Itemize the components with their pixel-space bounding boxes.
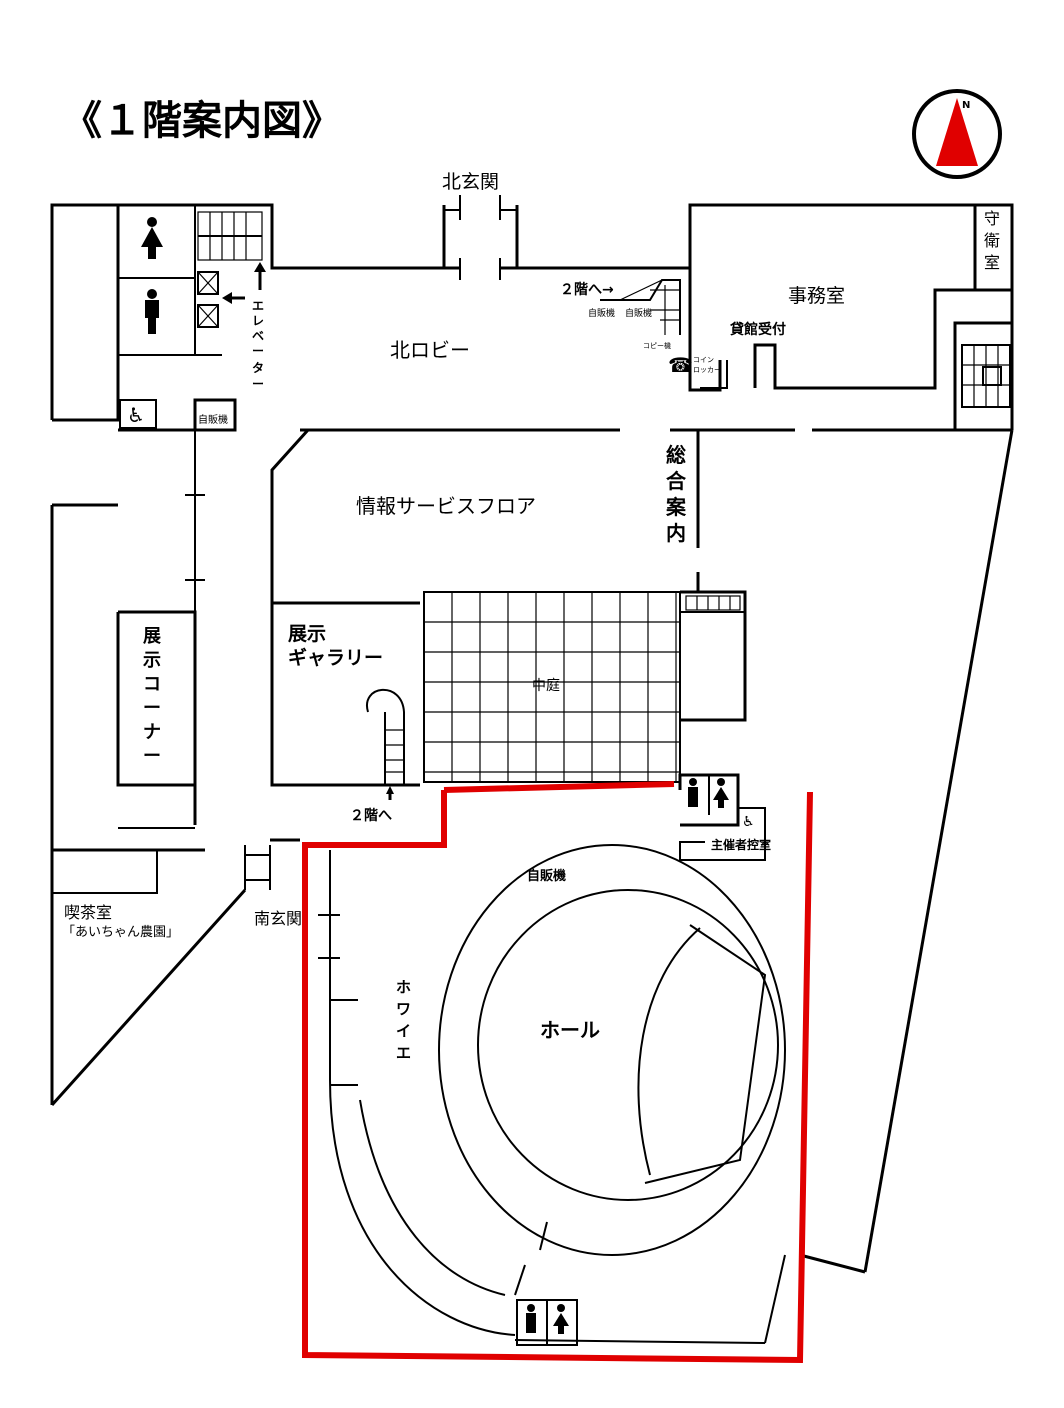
restroom-icons: ♿ ♿ bbox=[119, 217, 755, 1346]
exhibit-gallery-label: 展示 bbox=[288, 623, 326, 645]
highlight-border-main bbox=[302, 790, 813, 1364]
elevator-label: エレベーター bbox=[252, 299, 264, 391]
hall-label: ホール bbox=[540, 1018, 600, 1042]
stairs-east-small bbox=[685, 595, 741, 611]
telephone-icon: ☎ bbox=[668, 353, 693, 377]
stairs-north-east bbox=[600, 279, 681, 335]
courtyard-label: 中庭 bbox=[532, 677, 560, 694]
vending-label: 自販機 bbox=[625, 307, 652, 319]
organizer-room-label: 主催者控室 bbox=[711, 837, 771, 852]
exhibit-gallery-label: ギャラリー bbox=[288, 647, 383, 669]
stairs-south-gallery bbox=[366, 688, 405, 800]
copier-label: コピー機 bbox=[643, 341, 671, 350]
vending-label: 自販機 bbox=[527, 868, 566, 884]
vending-label: 自販機 bbox=[588, 307, 615, 319]
room-labels: 北玄関 北ロビー 事務室 守衛室 貸館受付 ２階へ→ 自販機 自販機 コピー機 … bbox=[62, 171, 1000, 1062]
female-restroom-icon bbox=[141, 217, 163, 259]
courtyard-grid bbox=[423, 591, 681, 783]
foyer-label: ホワイエ bbox=[396, 978, 411, 1062]
male-restroom-icon bbox=[688, 778, 698, 807]
to-2f-north-label: ２階へ→ bbox=[560, 281, 614, 298]
exhibit-corner-label: 展示コーナー bbox=[143, 626, 162, 767]
rental-reception-label: 貸館受付 bbox=[729, 321, 786, 338]
vending-label: 自販機 bbox=[198, 413, 228, 426]
accessible-restroom-icon: ♿ bbox=[119, 399, 157, 429]
info-service-floor-label: 情報サービスフロア bbox=[356, 494, 536, 518]
cafe-name-label: 「あいちゃん農園」 bbox=[62, 925, 179, 940]
coin-locker-label: コイン bbox=[693, 356, 714, 364]
svg-text:♿: ♿ bbox=[127, 403, 145, 427]
walls bbox=[50, 195, 1014, 1344]
south-entrance-label: 南玄関 bbox=[254, 909, 302, 928]
coin-locker-label: ロッカー bbox=[693, 366, 721, 374]
compass-icon: N bbox=[912, 89, 1002, 179]
stairs-north-west bbox=[197, 211, 263, 261]
hall bbox=[438, 844, 786, 1256]
to-2f-south-label: ２階へ bbox=[350, 807, 392, 824]
guard-room-label: 守衛室 bbox=[984, 209, 1000, 272]
elevator-icon bbox=[197, 262, 266, 328]
female-restroom-icon bbox=[713, 778, 729, 808]
svg-text:N: N bbox=[962, 100, 970, 111]
female-restroom-icon bbox=[553, 1304, 569, 1334]
office-label: 事務室 bbox=[788, 285, 845, 307]
north-entrance-label: 北玄関 bbox=[442, 171, 499, 193]
accessible-restroom-icon: ♿ bbox=[742, 814, 755, 830]
north-lobby-label: 北ロビー bbox=[390, 338, 470, 362]
highlight-border bbox=[443, 781, 675, 793]
page-title: 《１階案内図》 bbox=[62, 98, 342, 144]
male-restroom-icon bbox=[145, 289, 159, 334]
cafe-label: 喫茶室 bbox=[64, 903, 112, 922]
general-info-label: 総合案内 bbox=[665, 443, 687, 545]
stairs-east bbox=[961, 344, 1011, 408]
male-restroom-icon bbox=[526, 1304, 536, 1333]
